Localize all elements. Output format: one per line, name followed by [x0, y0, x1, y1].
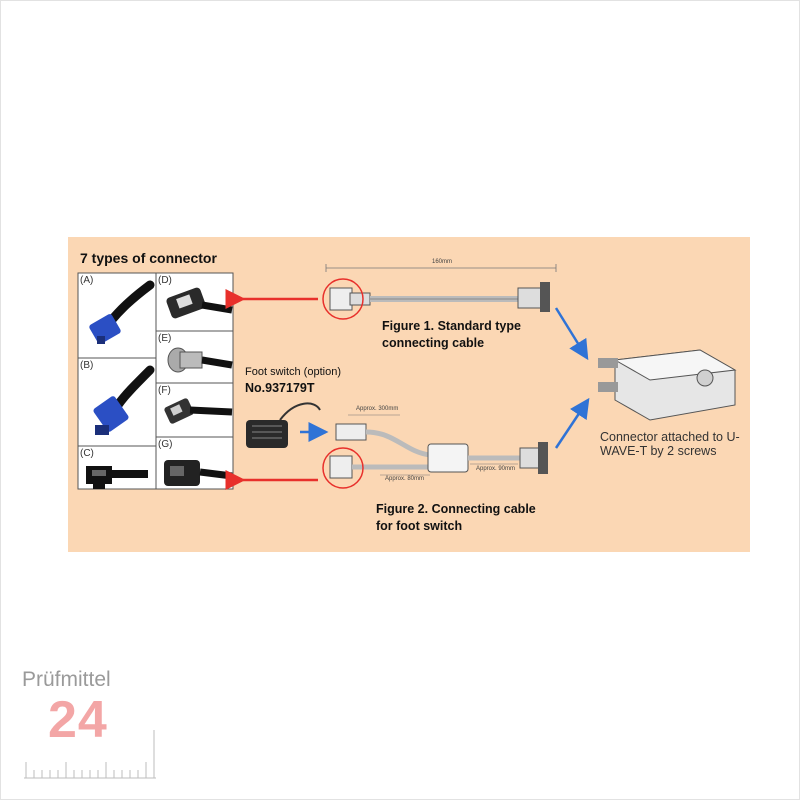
connector-b-label: (B) [80, 360, 94, 371]
foot-switch-icon [246, 402, 321, 448]
logo-number: 24 [48, 691, 108, 749]
logo-text: Prüfmittel [22, 668, 111, 691]
connector-c-label: (C) [80, 448, 94, 459]
figure1-caption-line1: Figure 1. Standard type [382, 319, 521, 333]
connector-b-icon [93, 365, 155, 435]
logo-ruler-icon [24, 730, 156, 779]
foot-switch-label: Foot switch (option) [245, 366, 341, 378]
connector-f-label: (F) [158, 385, 171, 396]
u-wave-t-device-icon [598, 349, 737, 421]
connector-g-label: (G) [158, 439, 173, 450]
foot-switch-part-number: No.937179T [245, 381, 315, 395]
connector-d-icon [166, 287, 233, 319]
foot-switch-cable [329, 414, 548, 479]
dimension-top-label: Approx. 300mm [356, 406, 399, 412]
dimension-bottom-label: Approx. 80mm [385, 476, 425, 482]
device-note: Connector attached to U-WAVE-T by 2 scre… [600, 430, 740, 458]
figure2-caption-line1: Figure 2. Connecting cable [376, 502, 536, 516]
connector-f-icon [164, 398, 233, 424]
connector-types-heading: 7 types of connector [80, 250, 217, 266]
highlight-circle [322, 447, 364, 489]
connector-d-label: (D) [158, 275, 172, 286]
standard-cable [325, 264, 557, 312]
cable-length-label: 160mm [432, 259, 453, 265]
blue-arrow [554, 397, 590, 449]
figure1-caption-line2: connecting cable [382, 336, 485, 350]
blue-arrow [554, 307, 589, 361]
connector-a-label: (A) [80, 275, 94, 286]
connector-a-icon [89, 280, 155, 344]
connector-c-icon [86, 466, 148, 489]
connector-e-label: (E) [158, 333, 172, 344]
figure2-caption-line2: for foot switch [376, 519, 463, 533]
dimension-right-label: Approx. 90mm [476, 466, 516, 472]
highlight-circle [322, 278, 364, 320]
connector-e-icon [167, 347, 233, 373]
